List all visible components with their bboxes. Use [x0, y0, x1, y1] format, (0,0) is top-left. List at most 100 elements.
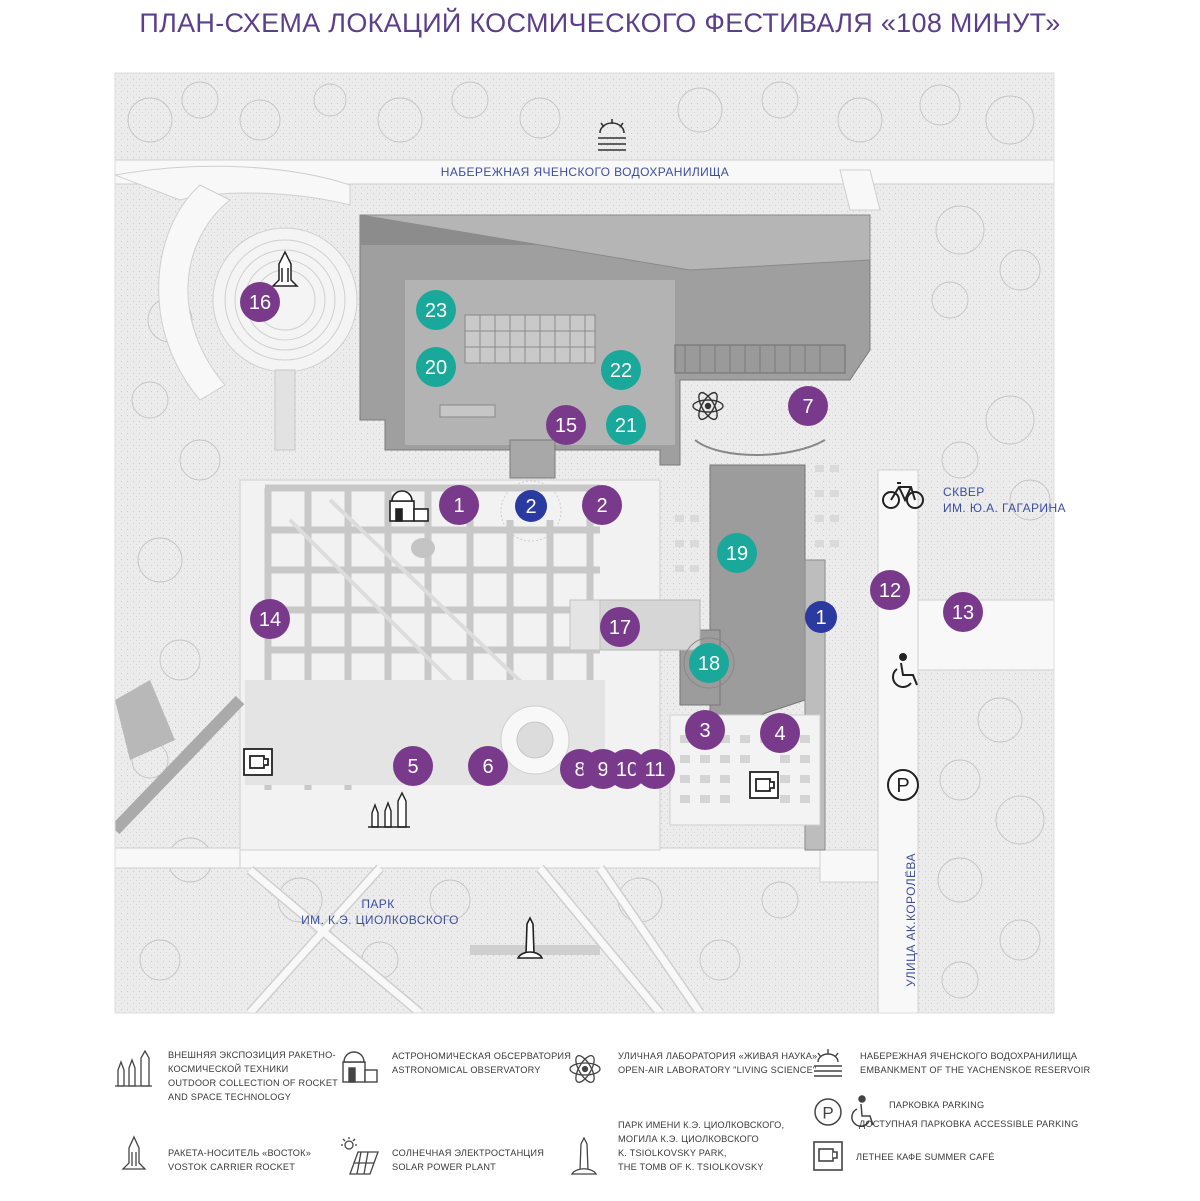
- marker-label: 6: [482, 756, 493, 778]
- marker-circle[interactable]: [416, 290, 456, 330]
- marker-circle[interactable]: [601, 350, 641, 390]
- marker-circle[interactable]: [685, 710, 725, 750]
- location-marker-blue-1[interactable]: 1: [805, 601, 837, 633]
- marker-label: 4: [774, 723, 785, 745]
- location-marker-purple-13[interactable]: 13: [943, 592, 983, 632]
- marker-label: 2: [596, 495, 607, 517]
- location-marker-purple-6[interactable]: 6: [468, 746, 508, 786]
- location-marker-purple-17[interactable]: 17: [600, 607, 640, 647]
- marker-circle[interactable]: [468, 746, 508, 786]
- marker-label: 22: [610, 360, 632, 382]
- location-marker-purple-1[interactable]: 1: [439, 485, 479, 525]
- legend-rocket-collection: ВНЕШНЯЯ ЭКСПОЗИЦИЯ РАКЕТНО-КОСМИЧЕСКОЙ Т…: [168, 1050, 338, 1102]
- marker-circle[interactable]: [582, 485, 622, 525]
- marker-label: 20: [425, 357, 447, 379]
- parking-icon: P: [814, 1095, 874, 1127]
- location-marker-teal-20[interactable]: 20: [416, 347, 456, 387]
- bicycle-icon[interactable]: [882, 482, 924, 509]
- location-marker-teal-23[interactable]: 23: [416, 290, 456, 330]
- street-label: УЛИЦА АК.КОРОЛЁВА: [904, 853, 918, 987]
- wheelchair-icon[interactable]: [892, 653, 918, 688]
- legend-park: ПАРК ИМЕНИ К.Э. ЦИОЛКОВСКОГО,МОГИЛА К.Э.…: [618, 1120, 785, 1172]
- marker-label: 5: [407, 756, 418, 778]
- marker-circle[interactable]: [606, 405, 646, 445]
- marker-circle[interactable]: [943, 592, 983, 632]
- marker-circle[interactable]: [788, 386, 828, 426]
- rocket-collection-icon: [115, 1050, 152, 1087]
- marker-circle[interactable]: [870, 570, 910, 610]
- marker-label: 11: [645, 759, 666, 781]
- marker-circle[interactable]: [600, 607, 640, 647]
- square-label-line1: СКВЕР: [943, 485, 985, 499]
- embankment-icon: [814, 1049, 842, 1077]
- location-marker-purple-14[interactable]: 14: [250, 599, 290, 639]
- location-marker-teal-22[interactable]: 22: [601, 350, 641, 390]
- obelisk-icon: [570, 1136, 598, 1175]
- park-label-line2: ИМ. К.Э. ЦИОЛКОВСКОГО: [301, 913, 459, 927]
- marker-label: 9: [597, 759, 608, 781]
- marker-label: 10: [616, 759, 638, 781]
- location-marker-teal-18[interactable]: 18: [689, 643, 729, 683]
- marker-circle[interactable]: [439, 485, 479, 525]
- marker-label: 16: [249, 292, 271, 314]
- marker-circle[interactable]: [689, 643, 729, 683]
- svg-text:P: P: [822, 1104, 833, 1123]
- observatory-icon: [342, 1051, 378, 1083]
- marker-label: 21: [615, 415, 637, 437]
- marker-label: 18: [698, 653, 720, 675]
- location-marker-purple-10[interactable]: 10: [607, 749, 647, 789]
- marker-circle[interactable]: [546, 405, 586, 445]
- location-marker-purple-5[interactable]: 5: [393, 746, 433, 786]
- location-marker-teal-19[interactable]: 19: [717, 533, 757, 573]
- marker-label: 23: [425, 300, 447, 322]
- location-marker-purple-15[interactable]: 15: [546, 405, 586, 445]
- location-marker-teal-21[interactable]: 21: [606, 405, 646, 445]
- marker-circle[interactable]: [393, 746, 433, 786]
- marker-circle[interactable]: [717, 533, 757, 573]
- cafe-icon[interactable]: [749, 771, 779, 799]
- obelisk-icon[interactable]: [516, 916, 544, 959]
- marker-label: 8: [574, 759, 585, 781]
- rocket-icon: [121, 1135, 147, 1170]
- location-marker-purple-12[interactable]: 12: [870, 570, 910, 610]
- marker-label: 12: [879, 580, 901, 602]
- location-marker-purple-3[interactable]: 3: [685, 710, 725, 750]
- marker-label: 15: [555, 415, 577, 437]
- marker-circle[interactable]: [607, 749, 647, 789]
- marker-label: 13: [952, 602, 974, 624]
- cafe-icon: [813, 1141, 843, 1171]
- location-marker-purple-4[interactable]: 4: [760, 713, 800, 753]
- atom-icon: [569, 1055, 601, 1083]
- embankment-label: НАБЕРЕЖНАЯ ЯЧЕНСКОГО ВОДОХРАНИЛИЩА: [441, 165, 729, 179]
- rocket-icon[interactable]: [271, 250, 299, 287]
- location-marker-purple-7[interactable]: 7: [788, 386, 828, 426]
- marker-circle[interactable]: [250, 599, 290, 639]
- marker-circle[interactable]: [240, 282, 280, 322]
- square-label-line2: ИМ. Ю.А. ГАГАРИНА: [943, 501, 1066, 515]
- embankment-icon: [598, 119, 626, 151]
- location-marker-blue-2[interactable]: 2: [515, 490, 547, 522]
- svg-text:P: P: [896, 775, 909, 797]
- location-marker-purple-16[interactable]: 16: [240, 282, 280, 322]
- marker-circle[interactable]: [635, 749, 675, 789]
- cafe-icon[interactable]: [243, 748, 273, 776]
- location-marker-purple-11[interactable]: 11: [635, 749, 675, 789]
- marker-label: 3: [699, 720, 710, 742]
- parking-icon[interactable]: P: [887, 769, 919, 801]
- marker-circle[interactable]: [416, 347, 456, 387]
- observatory-icon[interactable]: [389, 490, 429, 522]
- location-marker-purple-2[interactable]: 2: [582, 485, 622, 525]
- legend-vostok: РАКЕТА-НОСИТЕЛЬ «ВОСТОК»VOSTOK CARRIER R…: [168, 1148, 312, 1172]
- marker-circle[interactable]: [515, 490, 547, 522]
- rocket-collection-icon[interactable]: [368, 791, 410, 828]
- marker-circle[interactable]: [805, 601, 837, 633]
- marker-circle[interactable]: [760, 713, 800, 753]
- marker-label: 17: [609, 617, 631, 639]
- atom-icon[interactable]: [692, 390, 724, 422]
